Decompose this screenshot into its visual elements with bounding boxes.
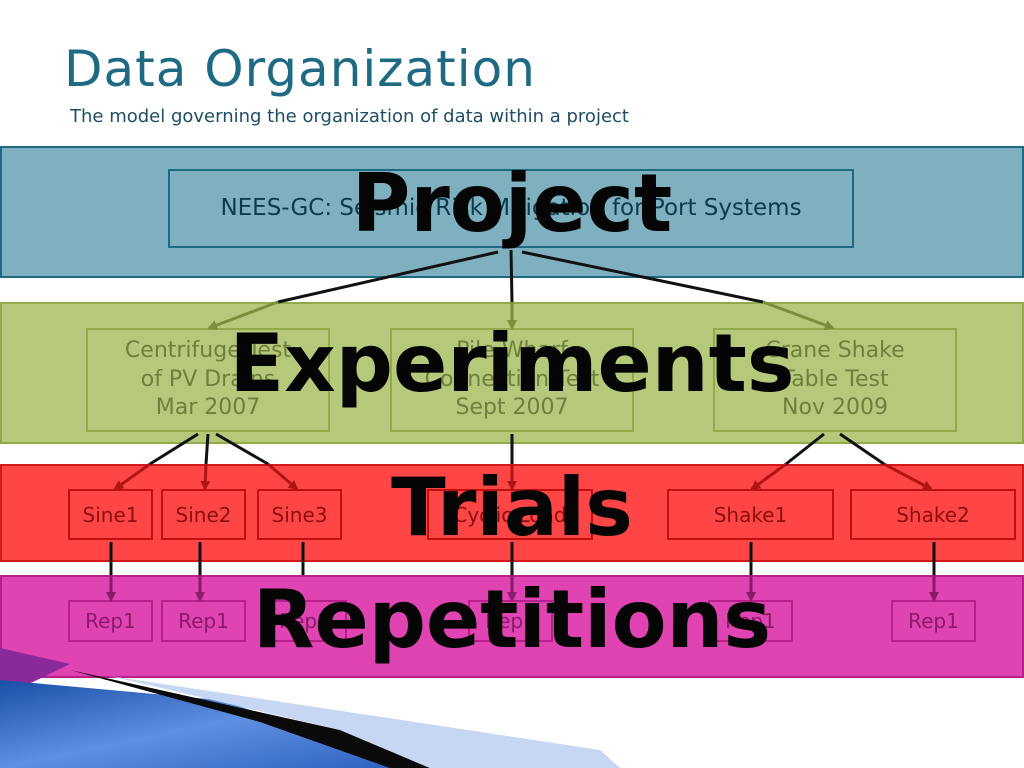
trial-node: Shake2 xyxy=(850,489,1016,540)
swoosh-black xyxy=(70,670,430,768)
level-label-trials: Trials xyxy=(391,461,633,554)
experiment-node: Crane Shake Table Test Nov 2009 xyxy=(713,328,957,432)
experiment-label-line1: Centrifuge Test xyxy=(124,338,292,364)
slide-title: Data Organization xyxy=(64,40,536,98)
swoosh-light xyxy=(110,676,620,768)
experiment-label-line1: Crane Shake xyxy=(765,338,905,364)
experiment-label-line2: Connection Test xyxy=(424,366,600,392)
experiment-date: Mar 2007 xyxy=(155,395,261,421)
experiment-label-line2: Table Test xyxy=(781,366,889,392)
experiment-date: Nov 2009 xyxy=(782,395,888,421)
slide-subtitle: The model governing the organization of … xyxy=(70,106,629,127)
experiment-label-line1: Pile-Wharf xyxy=(456,338,568,364)
experiment-label-line2: of PV Drains xyxy=(140,366,276,392)
trial-node: Cyclic Load xyxy=(427,489,593,540)
swoosh-blue xyxy=(0,680,430,768)
level-label-experiments: Experiments xyxy=(229,317,795,410)
repetition-node: Rep1 xyxy=(262,600,347,642)
trial-node: Sine1 xyxy=(68,489,153,540)
project-node: NEES-GC: Seismic Risk Mitigation for Por… xyxy=(168,169,854,248)
project-node-label: NEES-GC: Seismic Risk Mitigation for Por… xyxy=(220,194,802,221)
experiment-date: Sept 2007 xyxy=(455,395,569,421)
level-label-repetitions: Repetitions xyxy=(252,573,772,666)
level-label-project: Project xyxy=(351,157,673,250)
decorative-swoosh xyxy=(0,648,620,768)
trial-node: Sine3 xyxy=(257,489,342,540)
